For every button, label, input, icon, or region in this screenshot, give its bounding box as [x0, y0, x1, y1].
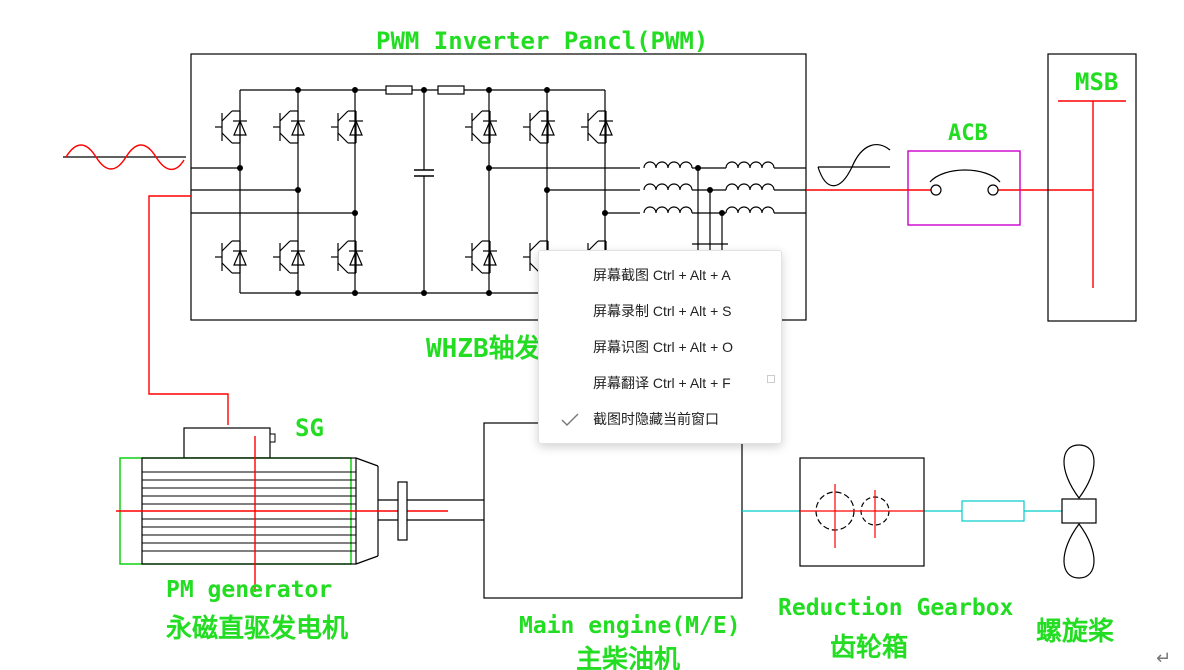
acb-breaker [907, 150, 1021, 226]
return-arrow-icon: ↵ [1156, 648, 1172, 669]
reduction-gearbox [799, 457, 925, 567]
menu-item-screen-recognize[interactable]: 屏幕识图 Ctrl + Alt + O [539, 332, 781, 362]
menu-item-label: 屏幕截图 Ctrl + Alt + A [593, 267, 731, 283]
label-sg: SG [295, 414, 324, 442]
generator-feeder-line [148, 195, 229, 425]
label-gearbox-cn: 齿轮箱 [830, 632, 908, 663]
output-sine-wave [817, 144, 891, 187]
label-acb: ACB [948, 121, 988, 146]
main-engine [483, 422, 743, 599]
menu-item-screen-translate[interactable]: 屏幕翻译 Ctrl + Alt + F [539, 368, 781, 398]
label-main-engine-en: Main engine(M/E) [519, 613, 741, 639]
label-pm-generator-cn: 永磁直驱发电机 [166, 613, 348, 644]
input-sine-wave [63, 144, 186, 171]
propeller [1061, 444, 1097, 579]
shaft-coupling [378, 481, 484, 541]
label-pm-generator-en: PM generator [166, 577, 332, 603]
menu-item-screenshot[interactable]: 屏幕截图 Ctrl + Alt + A [539, 260, 781, 290]
menu-item-label: 屏幕翻译 Ctrl + Alt + F [593, 375, 731, 391]
propulsion-shaft [742, 500, 1062, 522]
label-gearbox-en: Reduction Gearbox [778, 595, 1014, 621]
pm-generator [116, 427, 448, 592]
label-panel-title: PWM Inverter Pancl(PWM) [376, 27, 708, 55]
context-menu: 屏幕截图 Ctrl + Alt + A 屏幕录制 Ctrl + Alt + S … [538, 250, 782, 444]
menu-item-label: 屏幕录制 Ctrl + Alt + S [593, 303, 732, 319]
menu-item-screen-record[interactable]: 屏幕录制 Ctrl + Alt + S [539, 296, 781, 326]
msb-switchboard [1047, 53, 1137, 322]
menu-item-hide-window[interactable]: 截图时隐藏当前窗口 [539, 404, 781, 434]
menu-item-label: 截图时隐藏当前窗口 [593, 411, 719, 427]
label-main-engine-cn: 主柴油机 [576, 645, 680, 670]
label-propeller-cn: 螺旋桨 [1036, 616, 1115, 647]
menu-item-label: 屏幕识图 Ctrl + Alt + O [593, 339, 734, 355]
label-msb: MSB [1075, 68, 1118, 96]
submenu-indicator-icon [767, 375, 775, 383]
checkmark-icon [561, 413, 579, 426]
